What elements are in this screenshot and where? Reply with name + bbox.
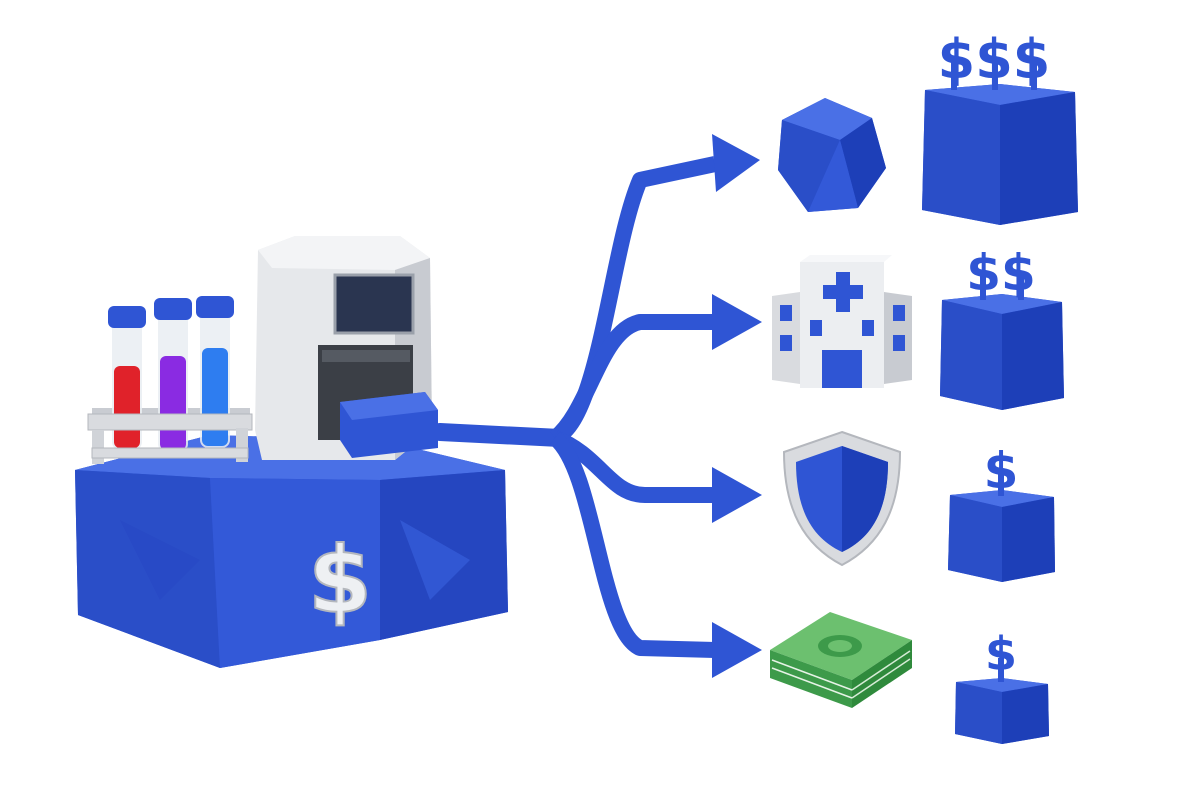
source-dollar-symbol: $ [308,527,372,634]
value-label-1-stems [951,60,1037,90]
value-label-1: $$$ [938,28,1051,91]
value-pedestal-3: $ [948,442,1055,582]
value-label-2: $$ [966,244,1036,302]
lab-analyzer-icon [255,236,438,460]
value-pedestal-4: $ [955,627,1049,744]
arrow-to-cash [549,431,716,658]
arrow-stem [431,423,569,447]
value-label-4: $ [985,627,1017,681]
hospital-icon [772,255,912,388]
shield-icon [782,430,902,567]
branch-arrows [431,134,762,678]
test-tubes-icon [87,296,253,464]
value-label-4-stem [998,658,1004,682]
value-label-3: $ [984,442,1019,500]
polyhedron-icon [778,98,886,212]
source-pedestal: $ [75,435,508,668]
cash-stack-icon [770,612,912,708]
value-label-2-stems [980,272,1024,300]
arrowhead-3 [712,467,762,523]
value-pedestal-1: $$$ [922,28,1078,225]
arrow-to-hospital [549,314,715,445]
arrowhead-4 [712,622,762,678]
arrowhead-1 [712,134,760,192]
analyzer-screen [333,273,415,335]
value-pedestal-2: $$ [940,244,1064,410]
arrowhead-2 [712,294,762,350]
value-label-3-stem [998,470,1004,496]
